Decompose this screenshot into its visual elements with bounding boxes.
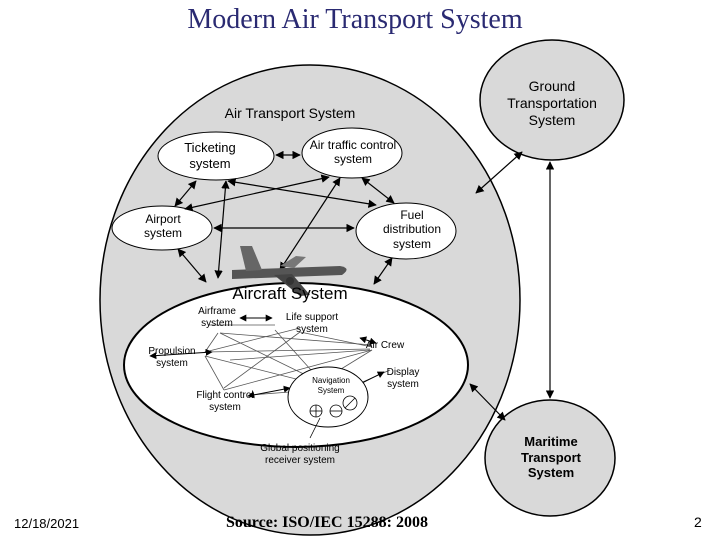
air-traffic-label: Air traffic control system	[309, 138, 397, 167]
airport-label: Airport system	[143, 212, 182, 241]
page-number: 2	[694, 514, 702, 530]
ats-ground-arrow	[475, 151, 523, 194]
gps-pointer-line	[309, 417, 321, 439]
footer-source: Source: ISO/IEC 15288: 2008	[226, 514, 428, 531]
slide-title: Modern Air Transport System	[187, 4, 523, 35]
life-support-label: Life support system	[285, 312, 339, 335]
aircraft-system-label: Aircraft System	[232, 284, 348, 303]
navigation-system-circle	[287, 366, 369, 428]
fuel-node	[355, 202, 457, 260]
aircrew-arrow	[359, 336, 377, 345]
maritime-transport-circle	[484, 399, 616, 517]
ground-transport-label: Ground Transportation System	[507, 78, 597, 128]
ground-transport-circle	[479, 39, 625, 161]
atc-aircraft-arrow	[279, 177, 341, 271]
airframe-label: Airframe system	[198, 306, 236, 329]
flight-nav-arrow	[247, 385, 291, 399]
maritime-transport-label: Maritime Transport System	[521, 434, 581, 481]
satellite-icons	[309, 395, 358, 418]
fuel-aircraft-arrow	[373, 257, 393, 285]
fuel-label: Fuel distribution system	[382, 208, 442, 251]
air-crew-label: Air Crew	[365, 340, 405, 351]
airplane-icon	[232, 246, 347, 296]
airport-node	[111, 205, 213, 251]
ats-maritime-arrow	[469, 383, 506, 421]
airport-aircraft-arrow	[177, 248, 207, 283]
navigation-label: Navigation System	[312, 376, 350, 395]
propulsion-arrow	[149, 348, 213, 360]
display-label: Display system	[386, 367, 420, 390]
flight-control-label: Flight control system	[196, 390, 254, 413]
footer-date: 12/18/2021	[14, 516, 80, 531]
atc-fuel-arrow	[361, 177, 395, 204]
ticketing-label: Ticketing system	[184, 140, 236, 171]
air-transport-system-label: Air Transport System	[224, 105, 356, 121]
ticketing-aircraft-arrow	[214, 180, 230, 279]
air-traffic-node	[301, 127, 403, 179]
gps-label: Global positioning receiver system	[260, 443, 340, 466]
propulsion-label: Propulsion system	[148, 346, 196, 369]
